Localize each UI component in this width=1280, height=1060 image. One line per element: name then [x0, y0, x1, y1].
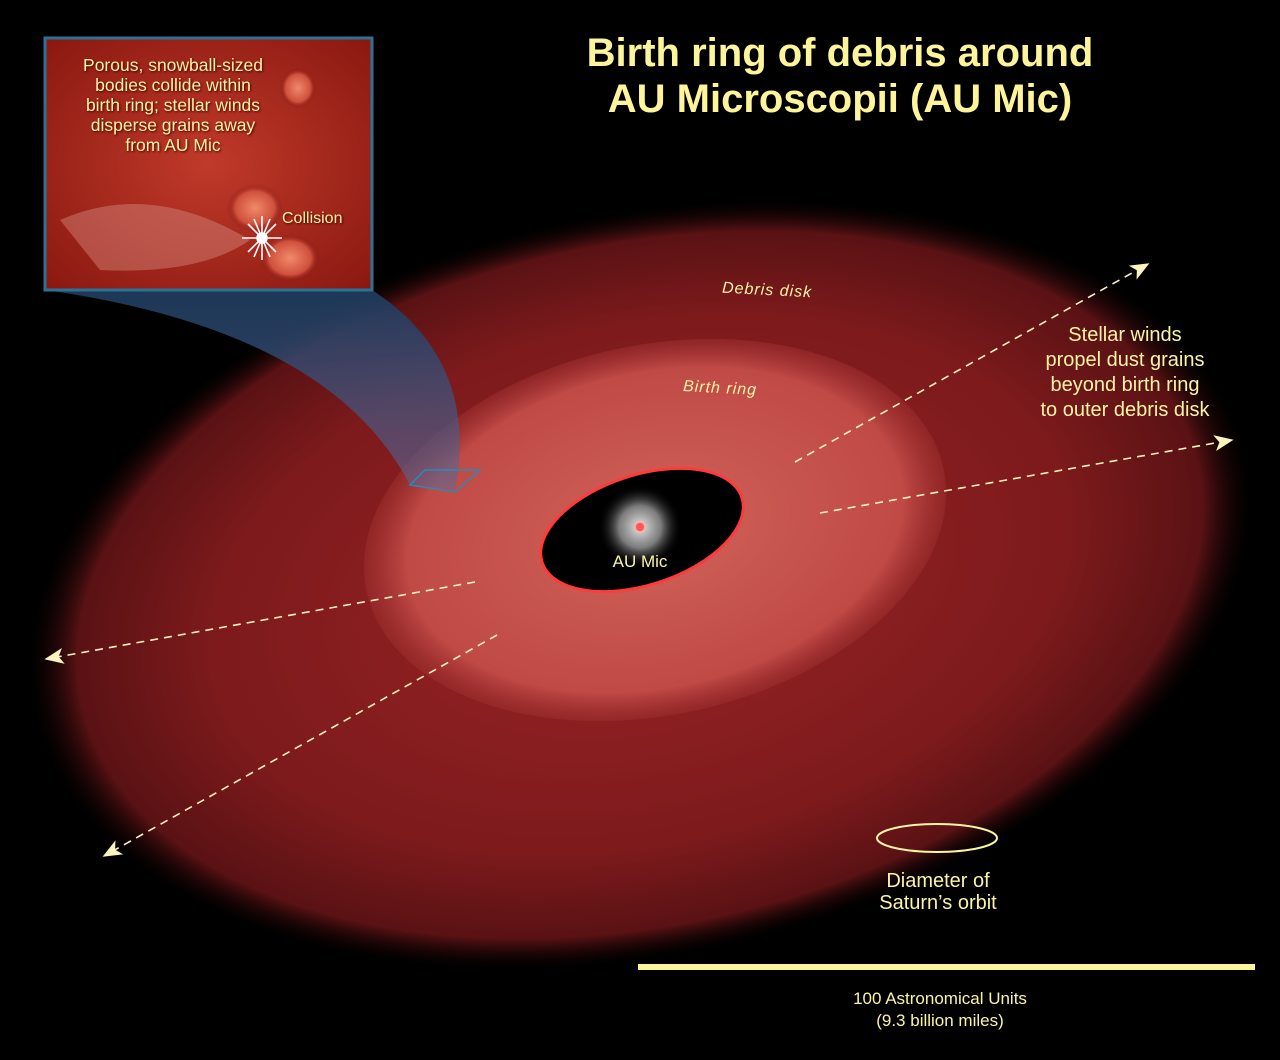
scale-line: 100 Astronomical Units — [853, 989, 1027, 1008]
title-line-1: Birth ring of debris around — [586, 31, 1094, 75]
saturn-line: Diameter of — [886, 870, 990, 892]
arrow-down-left-icon — [102, 634, 498, 857]
zoom-beam — [45, 290, 482, 493]
inset-line: birth ring; stellar winds — [85, 95, 261, 115]
star-icon — [634, 521, 646, 533]
collision-starburst-icon — [242, 216, 282, 260]
star-label: AU Mic — [612, 552, 668, 571]
winds-line: propel dust grains — [1045, 349, 1205, 371]
wind-arrows — [44, 263, 1234, 857]
scale-bar — [638, 964, 1255, 970]
scale-line: (9.3 billion miles) — [876, 1011, 1004, 1030]
birth-ring-label: Birth ring — [682, 378, 758, 399]
inset-line: Porous, snowball-sized — [83, 55, 263, 75]
inset-line: bodies collide within — [95, 75, 251, 95]
stellar-winds-caption: Stellar winds propel dust grains beyond … — [1000, 323, 1250, 423]
collision-label: Collision — [282, 210, 343, 227]
inset-line: disperse grains away — [90, 115, 256, 135]
winds-line: beyond birth ring — [1050, 374, 1200, 396]
saturn-orbit-icon — [876, 823, 998, 853]
inset-caption: Porous, snowball-sized bodies collide wi… — [48, 55, 298, 155]
arrow-left-icon — [44, 581, 476, 664]
inset-line: from AU Mic — [125, 135, 221, 155]
scale-bar-label: 100 Astronomical Units (9.3 billion mile… — [780, 988, 1100, 1032]
saturn-orbit-label: Diameter of Saturn’s orbit — [838, 870, 1038, 914]
saturn-line: Saturn’s orbit — [879, 892, 997, 914]
winds-line: to outer debris disk — [1040, 399, 1210, 421]
winds-line: Stellar winds — [1068, 324, 1182, 346]
arrow-up-right-icon — [794, 263, 1150, 463]
title-line-2: AU Microscopii (AU Mic) — [607, 77, 1073, 121]
page-title: Birth ring of debris around AU Microscop… — [500, 30, 1180, 122]
inset-panel — [43, 36, 374, 292]
